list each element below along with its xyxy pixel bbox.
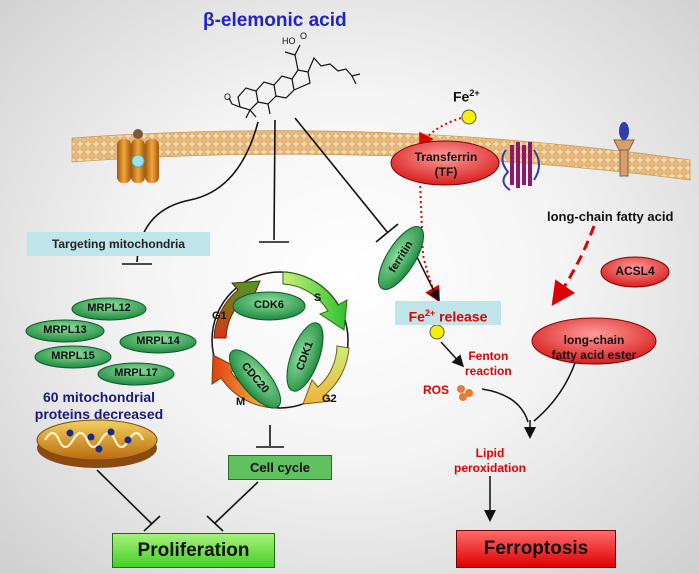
transferrin-line1: Transferrin	[414, 150, 478, 164]
mrpl-pills	[25, 297, 197, 386]
fenton-line2: reaction	[465, 364, 512, 378]
cell-membrane	[71, 130, 691, 181]
cdk6-label: CDK6	[254, 299, 284, 311]
mitochondrion-icon	[36, 419, 158, 468]
fe2-ion-label: Fe2+	[453, 88, 480, 105]
targeting-mitochondria-box: Targeting mitochondria	[27, 232, 210, 256]
proliferation-box: Proliferation	[112, 533, 275, 568]
ros-dots-icon	[457, 385, 473, 401]
transferrin-pill	[390, 140, 500, 186]
fe-release-charge: 2+	[424, 308, 436, 318]
fatty-acid-ester-pill	[531, 317, 657, 365]
inhibition-lines	[96, 117, 399, 532]
molecule-oh-label: HO	[282, 36, 296, 46]
fe-release-suffix: release	[435, 308, 488, 325]
ferritin-pill	[378, 226, 424, 290]
lipid-line2: peroxidation	[453, 461, 526, 475]
fatty-acid-pathway	[551, 225, 596, 306]
ros-label: ROS	[423, 383, 450, 397]
transporter-protein-icon	[501, 142, 540, 191]
fe-base: Fe	[453, 88, 470, 105]
fe-release-prefix: Fe	[408, 308, 425, 325]
acsl4-pill	[600, 256, 670, 288]
lipid-line1: Lipid	[475, 446, 505, 460]
phase-g1-label: G1	[212, 310, 227, 322]
cell-cycle-box: Cell cycle	[228, 455, 332, 480]
molecule-ketone-label: O	[224, 92, 232, 102]
decreased-line2: proteins decreased	[34, 406, 164, 422]
mrpl15-label: MRPL15	[51, 350, 95, 362]
phase-m-label: M	[236, 396, 246, 408]
mrpl13-label: MRPL13	[43, 324, 87, 336]
mrpl12-label: MRPL12	[87, 302, 131, 314]
ester-line1: long-chain	[563, 333, 625, 347]
fe-release-box: Fe2+ release	[395, 301, 501, 325]
compound-title: β-elemonic acid	[203, 10, 347, 31]
fatty-acid-receptor-icon	[613, 122, 635, 177]
ester-line2: fatty acid ester	[551, 348, 637, 362]
transferrin-line2: (TF)	[434, 165, 458, 179]
fenton-line1: Fenton	[468, 349, 509, 363]
molecule-o-label: O	[300, 31, 308, 41]
phase-s-label: S	[314, 292, 322, 304]
channel-protein-icon	[117, 129, 159, 183]
mrpl14-label: MRPL14	[136, 335, 180, 347]
acsl4-label: ACSL4	[615, 264, 655, 278]
transferrin-label: Transferrin(TF)	[397, 150, 495, 180]
mrpl17-label: MRPL17	[114, 367, 158, 379]
phase-g2-label: G2	[322, 393, 337, 405]
reaction-flow	[429, 324, 578, 522]
molecule-structure-icon	[228, 44, 361, 119]
long-chain-fatty-acid-label: long-chain fatty acid	[547, 209, 674, 224]
decreased-line1: 60 mitochondrial	[42, 389, 156, 405]
fe-charge: 2+	[469, 88, 480, 98]
ferroptosis-box: Ferroptosis	[456, 530, 616, 568]
